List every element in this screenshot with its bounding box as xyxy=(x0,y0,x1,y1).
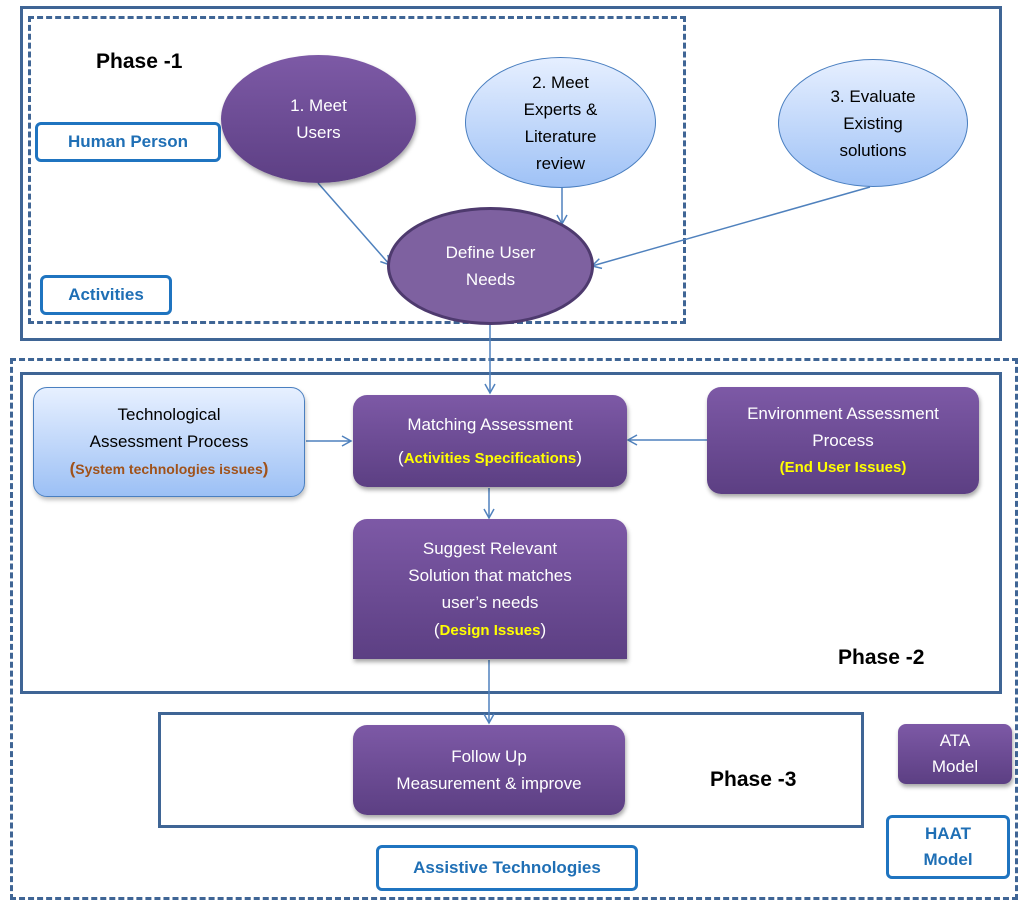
follow-up-line: Measurement & improve xyxy=(396,774,582,793)
environment-assessment-line: Process xyxy=(812,431,874,450)
define-user-needs-line: Define User xyxy=(445,243,536,262)
meet-users-line: 1. Meet xyxy=(290,96,347,115)
human-person-label: Human Person xyxy=(35,122,221,162)
suggest-solution-line: user’s needs xyxy=(441,592,539,612)
matching-assessment-node: Matching Assessment (Activities Specific… xyxy=(353,395,627,487)
phase1-title: Phase -1 xyxy=(96,50,183,73)
environment-assessment-line: Environment Assessment xyxy=(747,404,939,423)
human-activities-frame xyxy=(28,16,686,324)
meet-experts-line: review xyxy=(535,153,586,173)
phase3-title: Phase -3 xyxy=(710,768,797,791)
meet-users-line: Users xyxy=(296,123,341,142)
follow-up-node: Follow Up Measurement & improve xyxy=(353,725,625,815)
meet-experts-line: 2. Meet xyxy=(532,72,589,92)
technological-assessment-note: (System technologies issues) xyxy=(69,459,269,478)
phase2-title: Phase -2 xyxy=(838,646,925,669)
haat-model-label: HAAT Model xyxy=(886,815,1010,879)
assistive-technologies-label: Assistive Technologies xyxy=(376,845,638,891)
phase2-frame xyxy=(20,372,1002,694)
meet-experts-line: Literature xyxy=(524,126,597,146)
haat-model-line1: HAAT xyxy=(925,824,971,843)
suggest-solution-line: Solution that matches xyxy=(408,565,572,585)
ata-model-line: ATA xyxy=(939,731,971,750)
phase3-frame xyxy=(158,712,864,828)
technological-assessment-line: Technological xyxy=(117,405,221,424)
environment-assessment-note: (End User Issues) xyxy=(779,459,907,476)
phase1-outer-frame xyxy=(20,6,1002,341)
suggest-solution-node: Suggest Relevant Solution that matches u… xyxy=(353,519,627,659)
evaluate-existing-line: Existing xyxy=(843,113,903,133)
technological-assessment-node: Technological Assessment Process (System… xyxy=(33,387,305,497)
technological-assessment-line: Assessment Process xyxy=(89,432,249,451)
define-user-needs-line: Needs xyxy=(465,270,516,289)
matching-assessment-note: (Activities Specifications) xyxy=(398,447,582,467)
ata-model-line: Model xyxy=(931,757,979,776)
evaluate-existing-line: 3. Evaluate xyxy=(830,86,916,106)
evaluate-existing-line: solutions xyxy=(839,140,907,160)
suggest-solution-line: Suggest Relevant xyxy=(422,538,558,558)
arrow-meet-users-to-define xyxy=(317,182,392,267)
environment-assessment-node: Environment Assessment Process (End User… xyxy=(707,387,979,494)
activities-label: Activities xyxy=(40,275,172,315)
suggest-solution-note: (Design Issues) xyxy=(433,619,547,639)
ata-model-node: ATA Model xyxy=(898,724,1012,784)
meet-experts-line: Experts & xyxy=(523,99,598,119)
follow-up-line: Follow Up xyxy=(451,747,527,766)
haat-model-line2: Model xyxy=(923,850,973,869)
haat-model-frame xyxy=(10,358,1018,900)
arrow-evaluate-to-define xyxy=(590,186,871,270)
matching-assessment-title: Matching Assessment xyxy=(407,414,573,434)
